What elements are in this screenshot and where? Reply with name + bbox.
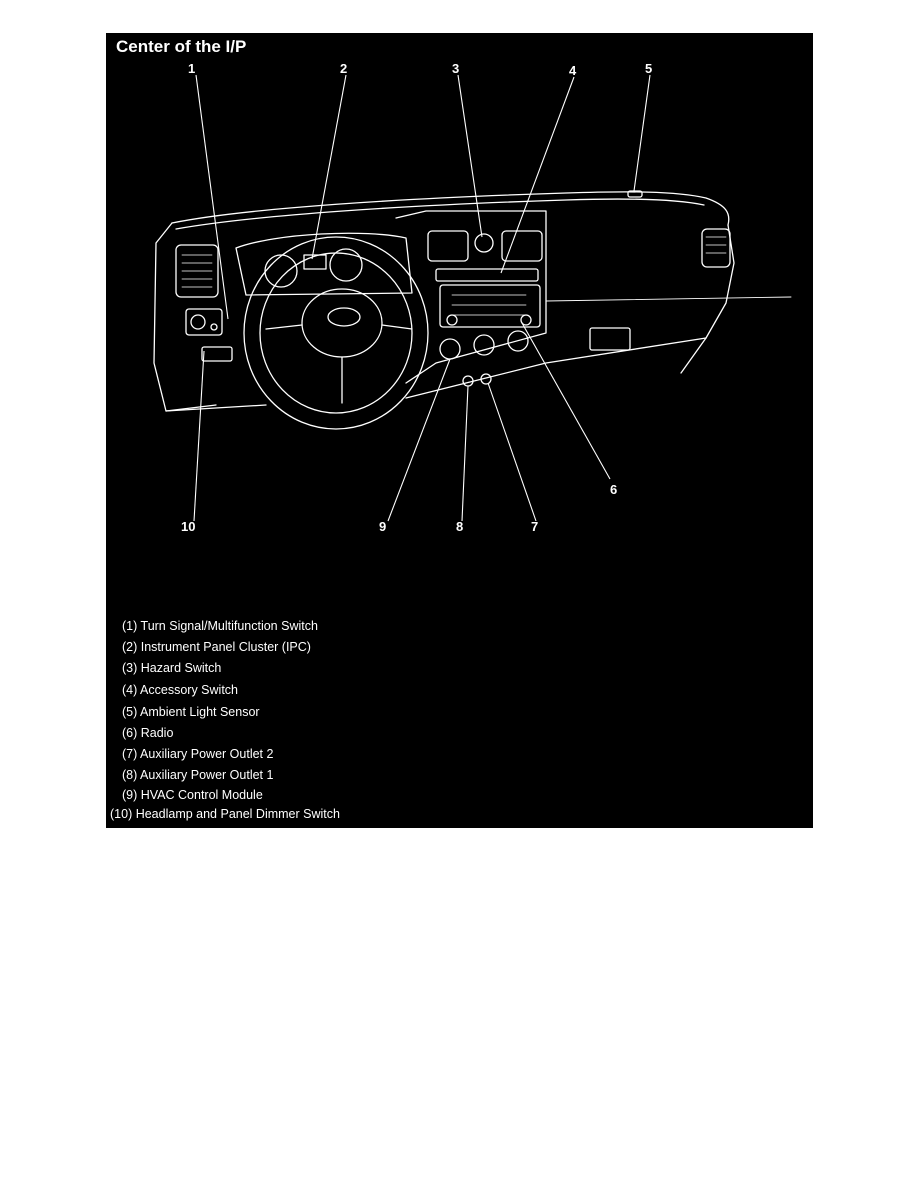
steering-wheel-inner — [259, 252, 413, 414]
gauge-right — [329, 248, 363, 282]
leader-10 — [193, 350, 205, 522]
steering-wheel-outer — [243, 236, 429, 430]
callout-6: 6 — [610, 482, 617, 497]
dash-right-end — [680, 224, 735, 374]
hvac-knob-right — [507, 330, 529, 352]
left-vent — [175, 244, 219, 298]
glovebox-latch — [589, 327, 631, 351]
callout-7: 7 — [531, 519, 538, 534]
legend-item-1: (1) Turn Signal/Multifunction Switch — [122, 619, 318, 633]
cluster-hood — [235, 232, 413, 296]
steering-logo — [327, 307, 361, 327]
steering-spokes — [265, 324, 413, 404]
steering-hub — [301, 288, 383, 358]
legend-item-7: (7) Auxiliary Power Outlet 2 — [122, 747, 274, 761]
callout-3: 3 — [452, 61, 459, 76]
power-outlet-2 — [480, 373, 492, 385]
diagram-title: Center of the I/P — [116, 37, 247, 56]
leader-3 — [457, 74, 483, 238]
leader-2 — [311, 74, 347, 260]
legend-item-6: (6) Radio — [122, 726, 174, 740]
dash-left-end — [153, 222, 217, 412]
center-vent-left — [427, 230, 469, 262]
legend-item-2: (2) Instrument Panel Cluster (IPC) — [122, 640, 311, 654]
callout-1: 1 — [188, 61, 195, 76]
dash-top-outline — [171, 191, 730, 226]
diagram-panel: Center of the I/P — [106, 33, 813, 828]
leader-5 — [633, 74, 651, 192]
radio-unit — [439, 284, 541, 328]
glovebox-seam — [545, 296, 792, 302]
gauge-center — [303, 254, 327, 270]
callout-2: 2 — [340, 61, 347, 76]
callout-5: 5 — [645, 61, 652, 76]
leader-6 — [521, 322, 611, 480]
accessory-switch-row — [435, 268, 539, 282]
callout-9: 9 — [379, 519, 386, 534]
headlamp-switch — [185, 308, 223, 336]
hvac-knob-center — [473, 334, 495, 356]
leader-4 — [500, 76, 575, 274]
callout-10: 10 — [181, 519, 195, 534]
leader-8 — [461, 385, 469, 522]
hvac-knob-left — [439, 338, 461, 360]
leader-1 — [195, 74, 229, 320]
legend-item-9: (9) HVAC Control Module — [122, 788, 263, 802]
left-vent-slats — [181, 254, 213, 288]
leader-9 — [387, 358, 451, 522]
gauge-left — [264, 254, 298, 288]
callout-8: 8 — [456, 519, 463, 534]
legend-item-4: (4) Accessory Switch — [122, 683, 239, 697]
center-stack — [395, 210, 547, 384]
dash-right-lower — [405, 337, 707, 399]
lower-bezel — [201, 346, 233, 362]
legend-item-3: (3) Hazard Switch — [122, 661, 222, 675]
right-vent — [701, 228, 731, 268]
legend-item-5: (5) Ambient Light Sensor — [122, 705, 260, 719]
callout-4: 4 — [569, 63, 577, 78]
dash-top-edge — [175, 198, 705, 230]
dash-lower-left — [165, 404, 267, 412]
dashboard-illustration: 1 2 3 4 5 6 7 8 9 10 — [153, 61, 792, 534]
ambient-light-sensor — [627, 190, 643, 198]
legend-item-10: (10) Headlamp and Panel Dimmer Switch — [110, 807, 340, 821]
center-vent-right — [501, 230, 543, 262]
leader-7 — [487, 382, 537, 522]
legend-item-8: (8) Auxiliary Power Outlet 1 — [122, 768, 274, 782]
hazard-switch-knob — [474, 233, 494, 253]
